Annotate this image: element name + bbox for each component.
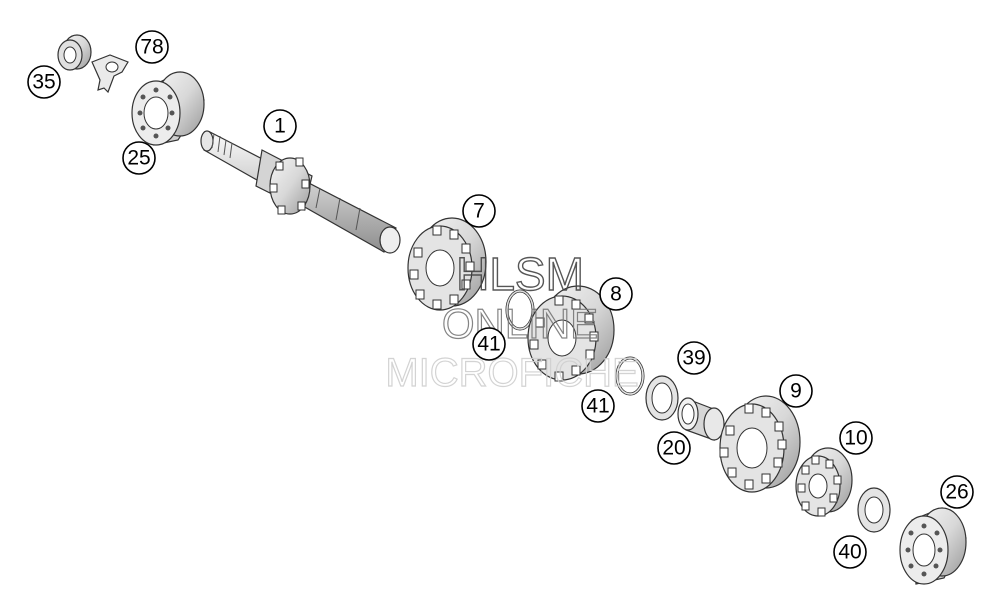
part-9-gear bbox=[719, 395, 801, 493]
callout-8-label: 8 bbox=[610, 283, 622, 306]
part-10-gear bbox=[795, 447, 853, 517]
callout-35: 35 bbox=[27, 65, 61, 99]
callout-41-upper: 41 bbox=[472, 327, 506, 361]
callout-9: 9 bbox=[779, 374, 813, 408]
callout-20-label: 20 bbox=[662, 437, 685, 460]
part-7-gear bbox=[407, 217, 487, 311]
callout-10-label: 10 bbox=[844, 427, 867, 450]
callout-7-label: 7 bbox=[473, 200, 485, 223]
watermark-line-1: HLSM bbox=[456, 248, 584, 300]
part-40-washer bbox=[857, 487, 891, 533]
callout-78: 78 bbox=[135, 30, 169, 64]
part-39-washer bbox=[645, 375, 679, 421]
watermark: HLSM ONLINE MICROFICHE bbox=[385, 247, 640, 395]
callout-39-label: 39 bbox=[682, 347, 705, 370]
callout-26-label: 26 bbox=[945, 481, 968, 504]
callout-25-label: 25 bbox=[127, 147, 150, 170]
part-41-circlip-upper bbox=[505, 289, 535, 331]
callout-9-label: 9 bbox=[790, 380, 802, 403]
callout-10: 10 bbox=[839, 421, 873, 455]
callout-26: 26 bbox=[940, 475, 974, 509]
callout-41-upper-label: 41 bbox=[477, 333, 500, 356]
callout-39: 39 bbox=[677, 341, 711, 375]
callout-25: 25 bbox=[122, 141, 156, 175]
callout-7: 7 bbox=[462, 194, 496, 228]
callout-40: 40 bbox=[833, 535, 867, 569]
part-20-bushing bbox=[677, 397, 725, 441]
callout-41-lower-label: 41 bbox=[586, 395, 609, 418]
part-41-circlip-lower bbox=[615, 356, 645, 396]
part-26-bearing bbox=[899, 507, 967, 585]
watermark-line-2: ONLINE bbox=[442, 300, 598, 347]
part-35-seal-ring bbox=[57, 34, 92, 71]
callout-41-lower: 41 bbox=[581, 389, 615, 423]
part-78-lock-plate bbox=[91, 54, 129, 94]
callout-78-label: 78 bbox=[140, 36, 163, 59]
callout-40-label: 40 bbox=[838, 541, 861, 564]
callout-35-label: 35 bbox=[32, 71, 55, 94]
callout-1-label: 1 bbox=[274, 115, 286, 138]
callout-20: 20 bbox=[657, 431, 691, 465]
part-8-gear bbox=[527, 285, 615, 382]
watermark-line-3: MICROFICHE bbox=[385, 351, 638, 395]
callout-8: 8 bbox=[599, 277, 633, 311]
part-25-bearing bbox=[131, 71, 205, 146]
part-1-main-shaft bbox=[200, 130, 401, 254]
callout-1: 1 bbox=[263, 109, 297, 143]
